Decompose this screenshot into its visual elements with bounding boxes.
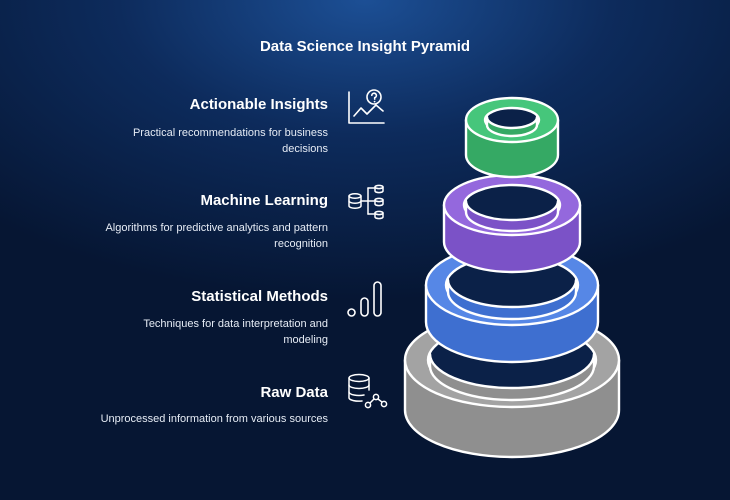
tier-machine-learning: [442, 173, 582, 274]
layer-heading-actionable-insights: Actionable Insights: [189, 96, 328, 113]
bar-chart-icon: [347, 281, 382, 317]
layer-heading-raw-data: Raw Data: [260, 384, 328, 401]
chart-question-icon: [348, 89, 385, 124]
database-nodes-icon: [348, 373, 388, 409]
diagram-title: Data Science Insight Pyramid: [259, 38, 471, 55]
tier-actionable-insights: [464, 96, 560, 179]
layer-desc-raw-data: Unprocessed information from various sou…: [100, 413, 328, 425]
layer-desc-statistical-methods: Techniques for data interpretation and m…: [143, 318, 328, 346]
layer-desc-machine-learning: Algorithms for predictive analytics and …: [105, 222, 328, 250]
layer-heading-statistical-methods: Statistical Methods: [191, 288, 328, 305]
layer-desc-actionable-insights: Practical recommendations for business d…: [132, 127, 328, 155]
layer-heading-machine-learning: Machine Learning: [200, 192, 328, 209]
database-network-icon: [348, 184, 384, 220]
